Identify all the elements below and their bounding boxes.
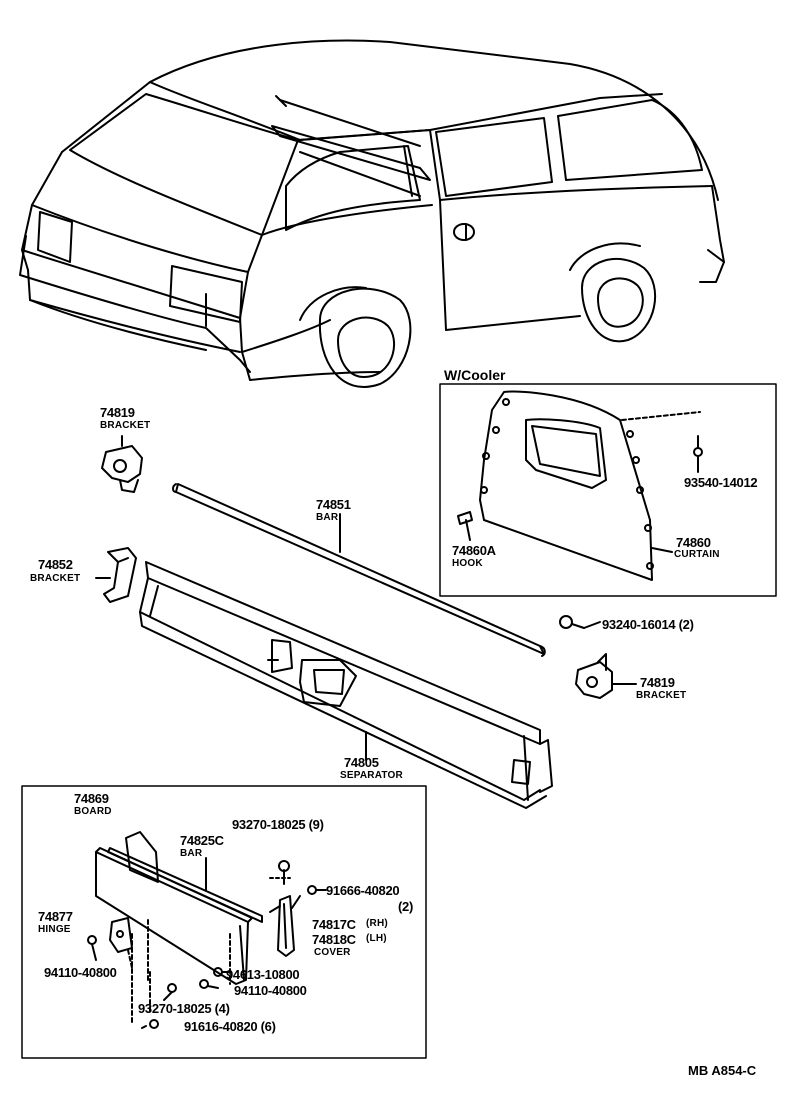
screw-93240 [560,616,600,628]
part-number-74805: 74805 [344,755,379,770]
part-number-74819-right: 74819 [640,675,675,690]
part-number-94110-left: 94110-40800 [44,965,117,980]
part-number-74852: 74852 [38,557,73,572]
part-number-94613: 94613-10800 [226,967,300,982]
part-number-91616: 91616-40820 (6) [184,1019,276,1034]
part-name-74819-right: BRACKET [636,690,687,701]
part-number-91666: 91666-40820 [326,883,400,898]
van-illustration [20,41,724,387]
part-qty-91666: (2) [398,899,413,914]
part-side-74817c: (RH) [366,918,388,929]
part-number-74869: 74869 [74,791,109,806]
part-name-74851: BAR [316,512,339,523]
part-number-74818c: 74818C [312,932,356,947]
part-name-74817c-74818c: COVER [314,947,351,958]
part-name-74860a: HOOK [452,558,483,569]
part-side-74818c: (LH) [366,933,387,944]
part-name-74805: SEPARATOR [340,770,403,781]
diagram-code: MB A854-C [688,1063,757,1078]
part-number-74877: 74877 [38,909,73,924]
bracket-74819-left [102,436,142,492]
bracket-74819-right [576,654,636,698]
part-name-74819-left: BRACKET [100,420,151,431]
part-number-74819-left: 74819 [100,405,135,420]
bracket-74852 [96,548,136,602]
part-number-74851: 74851 [316,497,351,512]
part-number-93270-4: 93270-18025 (4) [138,1001,230,1016]
separator-74805 [140,562,552,808]
part-name-74860: CURTAIN [674,549,720,560]
part-number-74817c: 74817C [312,917,356,932]
part-number-93540: 93540-14012 [684,475,758,490]
cooler-inset-box [440,384,776,596]
part-name-74852: BRACKET [30,573,81,584]
part-number-93240: 93240-16014 (2) [602,617,694,632]
part-number-74860: 74860 [676,535,711,550]
part-name-74869: BOARD [74,806,112,817]
part-number-94110-right: 94110-40800 [234,983,307,998]
part-number-74860a: 74860A [452,543,496,558]
part-number-74825c: 74825C [180,833,224,848]
part-name-74877: HINGE [38,924,71,935]
bar-74851 [173,484,545,656]
part-name-74825c: BAR [180,848,203,859]
cooler-inset-title: W/Cooler [444,367,506,383]
board-inset-box [22,786,426,1058]
part-number-93270-9: 93270-18025 (9) [232,817,324,832]
